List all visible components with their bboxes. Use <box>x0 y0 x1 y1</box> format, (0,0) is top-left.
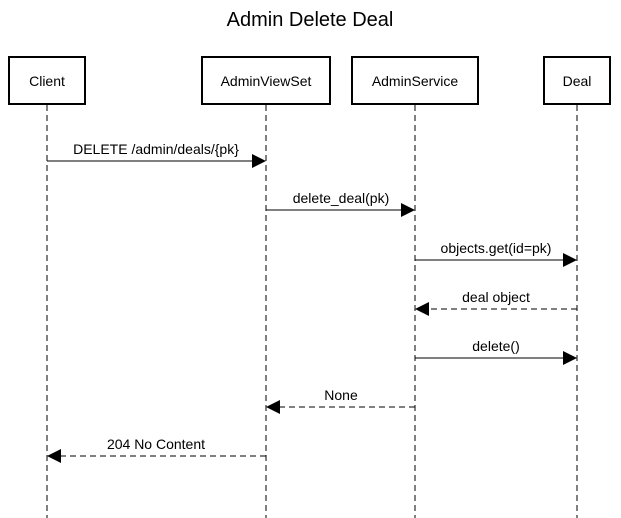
arrowhead-filled <box>47 449 61 463</box>
participant-box <box>8 56 86 105</box>
participant-adminviewset: AdminViewSet <box>201 56 331 105</box>
arrowhead-filled <box>401 203 415 217</box>
participant-box <box>351 56 479 105</box>
message-label: DELETE /admin/deals/{pk} <box>73 141 239 157</box>
message-delete-call: delete() <box>415 338 577 365</box>
lifelines <box>46 105 578 518</box>
arrowhead-filled <box>563 351 577 365</box>
message-label: deal object <box>462 289 530 305</box>
arrowhead-filled <box>563 253 577 267</box>
arrowhead-filled <box>266 400 280 414</box>
participant-deal: Deal <box>543 56 611 105</box>
arrowhead-filled <box>252 154 266 168</box>
participant-label: Client <box>29 73 65 89</box>
message-label: delete() <box>472 338 519 354</box>
participant-label: AdminService <box>372 73 459 89</box>
participant-box <box>543 56 611 105</box>
message-label: delete_deal(pk) <box>293 190 390 206</box>
participant-label: Deal <box>563 73 592 89</box>
message-label: objects.get(id=pk) <box>441 240 552 256</box>
message-204-response: 204 No Content <box>47 436 266 463</box>
participant-adminservice: AdminService <box>351 56 479 105</box>
message-objects-get: objects.get(id=pk) <box>415 240 577 267</box>
message-delete-request: DELETE /admin/deals/{pk} <box>47 141 266 168</box>
arrowhead-filled <box>415 302 429 316</box>
message-deal-object: deal object <box>415 289 577 316</box>
message-label: None <box>324 387 358 403</box>
participant-box <box>201 56 331 105</box>
message-none-return: None <box>266 387 415 414</box>
message-label: 204 No Content <box>107 436 205 452</box>
participant-client: Client <box>8 56 86 105</box>
diagram-title: Admin Delete Deal <box>227 9 394 31</box>
message-delete-deal: delete_deal(pk) <box>266 190 415 217</box>
participant-label: AdminViewSet <box>221 73 312 89</box>
